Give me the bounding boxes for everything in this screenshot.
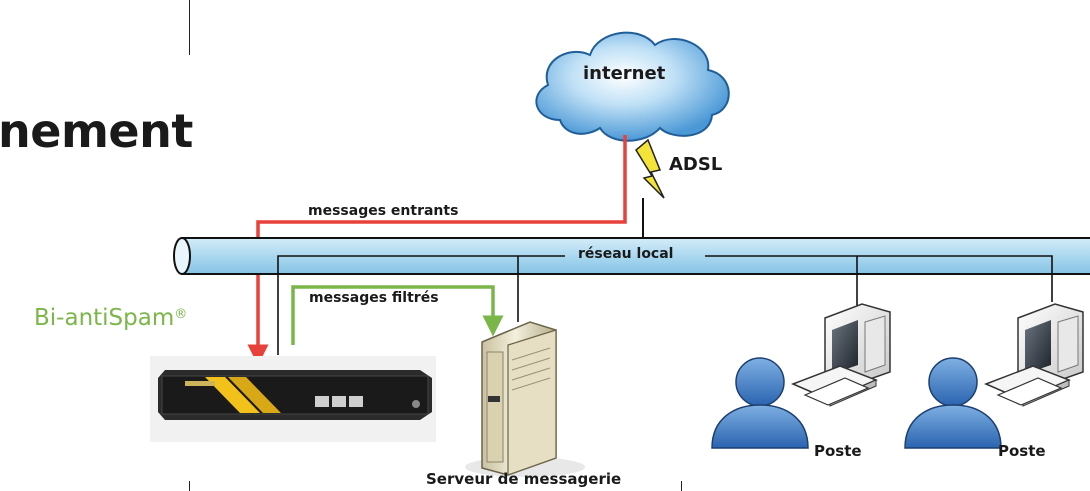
guide-line-bottom-left xyxy=(189,481,190,491)
cloud-icon xyxy=(535,31,730,142)
guide-line-bottom-right xyxy=(681,481,682,491)
adsl-label: ADSL xyxy=(669,154,723,175)
product-name-text: Bi-antiSpam xyxy=(34,305,175,331)
incoming-messages-label: messages entrants xyxy=(308,203,459,219)
internet-label: internet xyxy=(583,63,666,84)
workstation-label: Poste xyxy=(998,442,1046,460)
guide-line-top xyxy=(189,0,190,55)
product-name: Bi-antiSpam® xyxy=(34,305,187,331)
filtered-messages-label: messages filtrés xyxy=(309,290,439,306)
incoming-flow-arrow xyxy=(247,135,627,366)
appliance-icon xyxy=(150,356,436,442)
lan-label: réseau local xyxy=(578,246,674,262)
registered-mark: ® xyxy=(174,307,188,322)
server-label: Serveur de messagerie xyxy=(426,470,622,488)
user-icon xyxy=(904,357,1002,449)
computer-icon xyxy=(791,303,891,407)
page-title: nement xyxy=(0,104,193,158)
filtered-flow-arrow xyxy=(291,285,504,345)
lan-bus-lines xyxy=(277,198,1053,355)
lightning-bolt-icon xyxy=(635,138,665,199)
server-icon xyxy=(465,321,585,477)
workstation-label: Poste xyxy=(814,442,862,460)
user-icon xyxy=(711,357,809,449)
computer-icon xyxy=(984,303,1084,407)
